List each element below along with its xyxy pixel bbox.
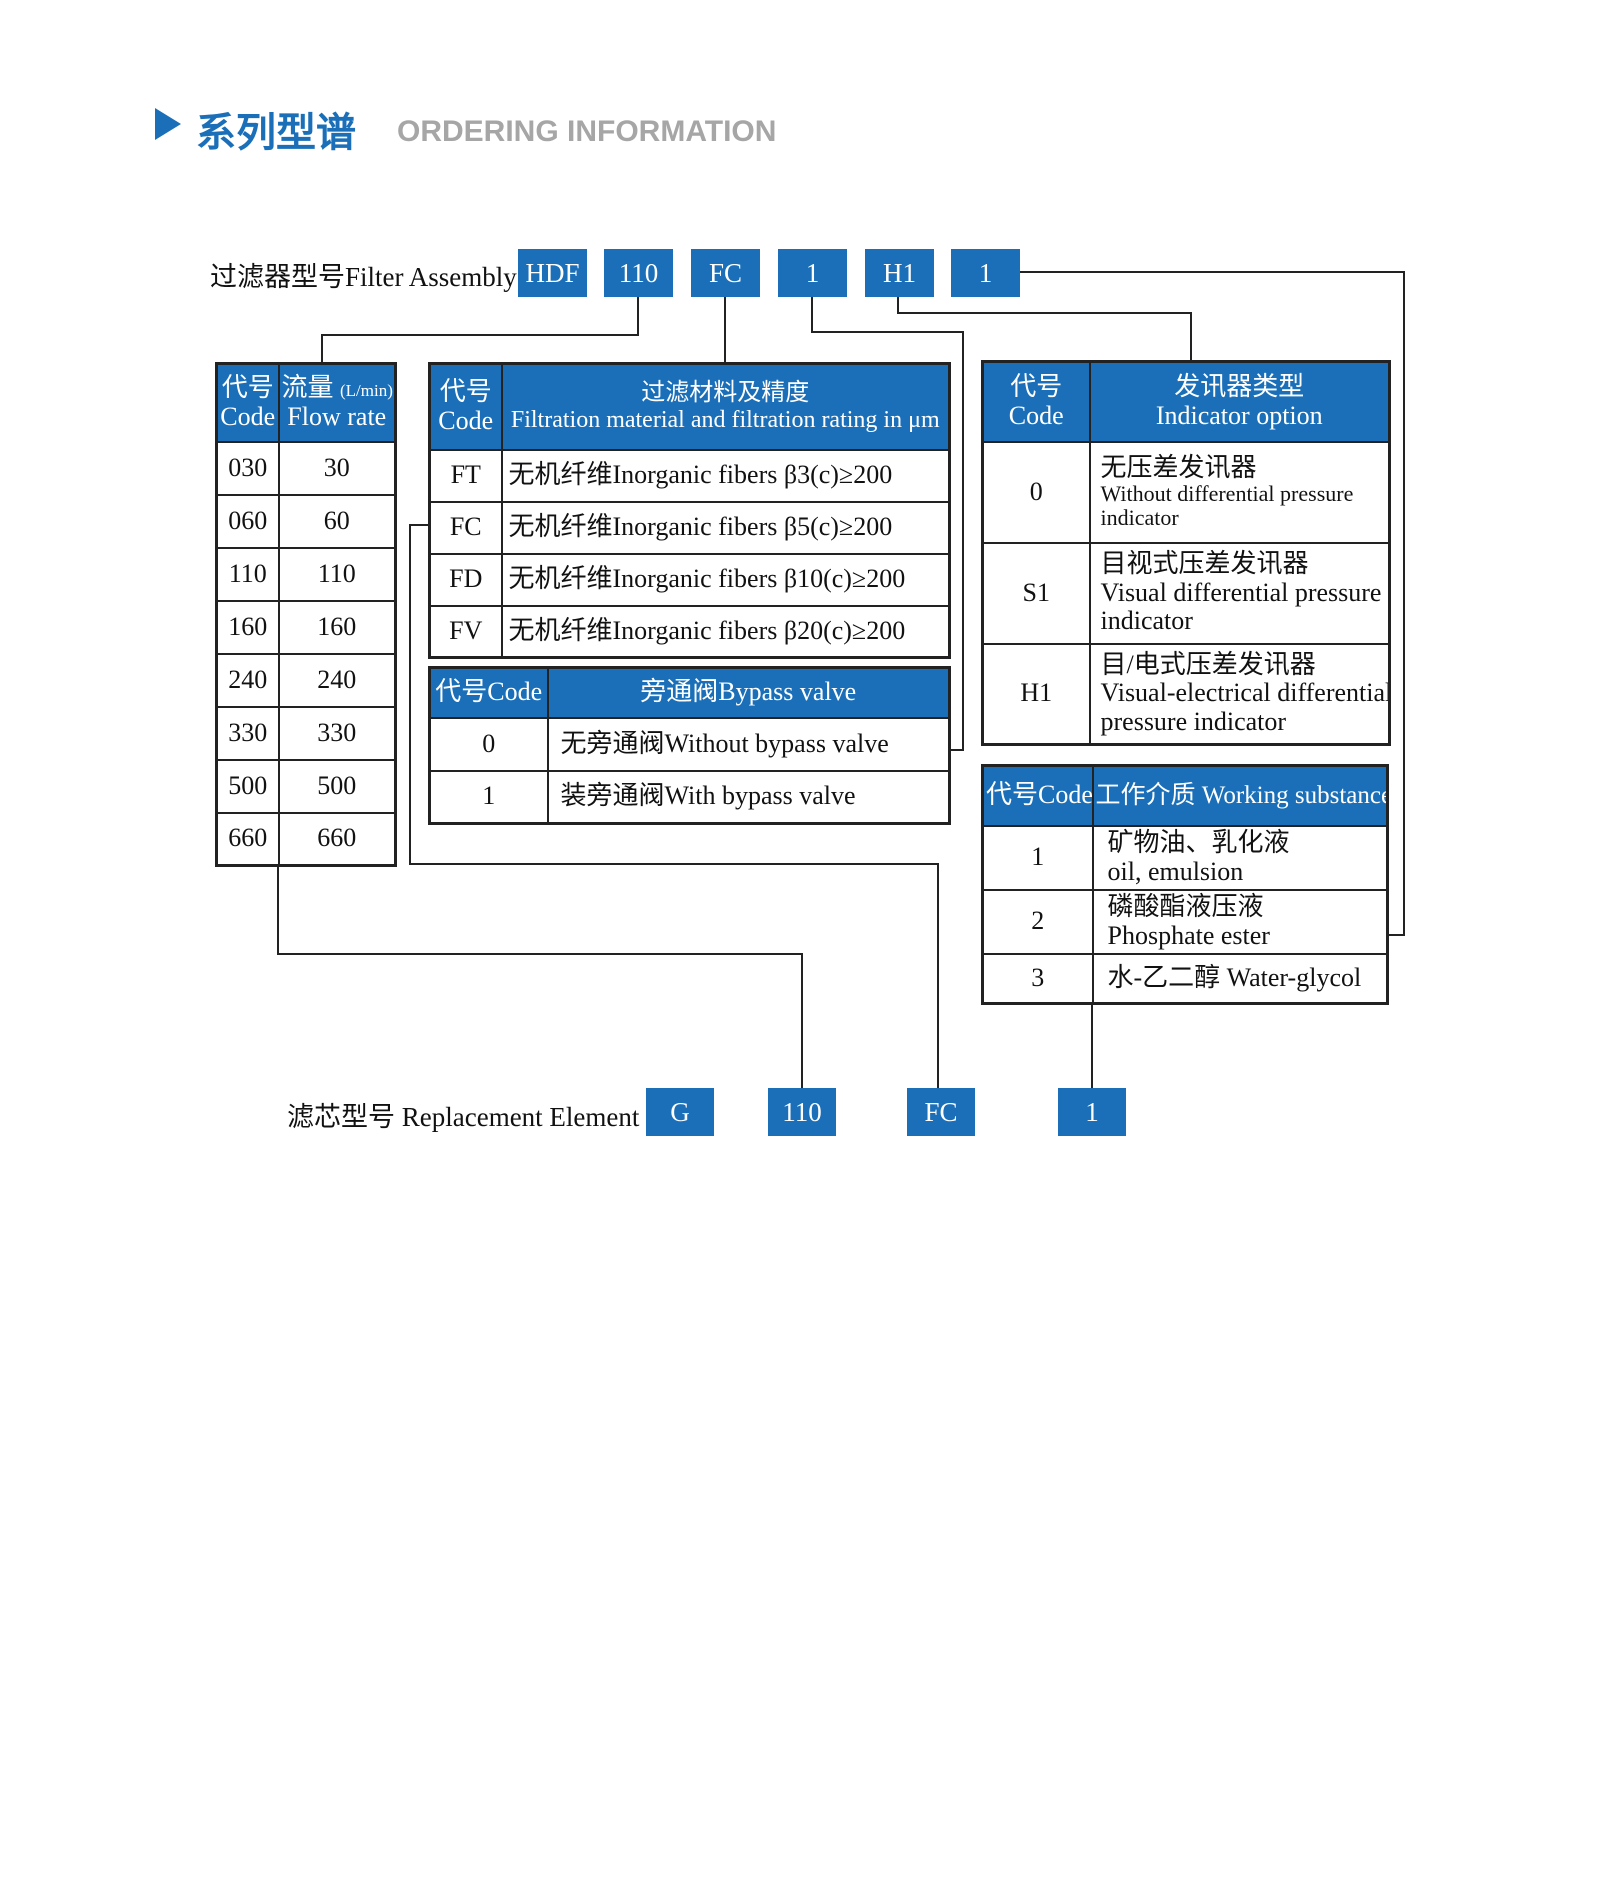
material-desc: 无机纤维Inorganic fibers β3(c)≥200 <box>500 448 951 503</box>
indicator-option-table: 代号 Code 发讯器类型 Indicator option 0 无压差发讯器 … <box>981 360 1391 746</box>
flow-value: 660 <box>277 811 397 867</box>
flow-code: 330 <box>215 705 280 761</box>
flow-code: 110 <box>215 546 280 602</box>
connector-indicator <box>897 297 1192 362</box>
material-code: FT <box>428 448 503 503</box>
indicator-desc: 目视式压差发讯器 Visual differential pressure in… <box>1088 541 1391 645</box>
indicator-header-code: 代号 Code <box>981 360 1091 443</box>
substance-code: 1 <box>981 824 1094 891</box>
flow-value: 60 <box>277 493 397 549</box>
page-title-cn: 系列型谱 <box>196 110 356 156</box>
assembly-code-material: FC <box>691 249 760 297</box>
assembly-code-flow: 110 <box>604 249 673 297</box>
page-title-en: ORDERING INFORMATION <box>397 115 777 148</box>
bypass-code: 1 <box>428 769 549 825</box>
bypass-desc: 无旁通阀Without bypass valve <box>546 716 951 772</box>
connector-bypass <box>811 297 964 751</box>
flow-value: 160 <box>277 599 397 655</box>
bypass-code: 0 <box>428 716 549 772</box>
indicator-header-desc: 发讯器类型 Indicator option <box>1088 360 1391 443</box>
substance-header-code: 代号Code <box>981 764 1094 827</box>
header-arrow-icon <box>155 108 181 140</box>
table-row: S1 目视式压差发讯器 Visual differential pressure… <box>981 541 1391 645</box>
replacement-code-material: FC <box>907 1088 975 1136</box>
connector-substance <box>1018 271 1405 936</box>
substance-header-desc: 工作介质 Working substance <box>1091 764 1389 827</box>
flow-value: 500 <box>277 758 397 814</box>
connector-flow <box>321 297 639 362</box>
indicator-desc: 无压差发讯器 Without differential pressure ind… <box>1088 440 1391 544</box>
flow-value: 30 <box>277 440 397 496</box>
bypass-header-desc: 旁通阀Bypass valve <box>546 666 951 719</box>
replacement-code-flow: 110 <box>768 1088 836 1136</box>
flow-value: 330 <box>277 705 397 761</box>
substance-desc: 矿物油、乳化液 oil, emulsion <box>1091 824 1389 891</box>
substance-code: 3 <box>981 952 1094 1005</box>
substance-code: 2 <box>981 888 1094 955</box>
indicator-code: H1 <box>981 642 1091 746</box>
table-row: 2 磷酸酯液压液 Phosphate ester <box>981 888 1389 955</box>
connector-replacement-material <box>409 524 939 1088</box>
flow-header-code: 代号 Code <box>215 362 280 443</box>
assembly-code-substance: 1 <box>951 249 1020 297</box>
table-row: 3 水-乙二醇 Water-glycol <box>981 952 1389 1005</box>
material-code: FC <box>428 500 503 555</box>
bypass-desc: 装旁通阀With bypass valve <box>546 769 951 825</box>
assembly-code-indicator: H1 <box>865 249 934 297</box>
replacement-element-label: 滤芯型号 Replacement Element <box>287 1102 640 1132</box>
material-header-code: 代号 Code <box>428 362 503 451</box>
substance-desc: 磷酸酯液压液 Phosphate ester <box>1091 888 1389 955</box>
material-code: FD <box>428 552 503 607</box>
material-code: FV <box>428 604 503 659</box>
table-row: 0 无压差发讯器 Without differential pressure i… <box>981 440 1391 544</box>
flow-header-rate: 流量 (L/min) Flow rate <box>277 362 397 443</box>
replacement-code-substance: 1 <box>1058 1088 1126 1136</box>
indicator-code: 0 <box>981 440 1091 544</box>
flow-code: 500 <box>215 758 280 814</box>
flow-code: 030 <box>215 440 280 496</box>
table-row: H1 目/电式压差发讯器 Visual-electrical different… <box>981 642 1391 746</box>
flow-code: 660 <box>215 811 280 867</box>
substance-desc: 水-乙二醇 Water-glycol <box>1091 952 1389 1005</box>
working-substance-table: 代号Code 工作介质 Working substance 1 矿物油、乳化液 … <box>981 764 1389 1005</box>
filtration-material-table: 代号 Code 过滤材料及精度 Filtration material and … <box>428 362 951 659</box>
material-desc: 无机纤维Inorganic fibers β20(c)≥200 <box>500 604 951 659</box>
material-desc: 无机纤维Inorganic fibers β10(c)≥200 <box>500 552 951 607</box>
flow-code: 240 <box>215 652 280 708</box>
flow-value: 110 <box>277 546 397 602</box>
assembly-code-series: HDF <box>518 249 587 297</box>
flow-value: 240 <box>277 652 397 708</box>
replacement-code-series: G <box>646 1088 714 1136</box>
flow-code: 160 <box>215 599 280 655</box>
bypass-header-code: 代号Code <box>428 666 549 719</box>
indicator-code: S1 <box>981 541 1091 645</box>
material-header-desc: 过滤材料及精度 Filtration material and filtrati… <box>500 362 951 451</box>
material-desc: 无机纤维Inorganic fibers β5(c)≥200 <box>500 500 951 555</box>
assembly-code-bypass: 1 <box>778 249 847 297</box>
flow-code: 060 <box>215 493 280 549</box>
indicator-desc: 目/电式压差发讯器 Visual-electrical differential… <box>1088 642 1391 746</box>
filter-assembly-label: 过滤器型号Filter Assembly <box>210 262 517 292</box>
table-row: 1 矿物油、乳化液 oil, emulsion <box>981 824 1389 891</box>
connector-replacement-flow <box>277 866 803 1088</box>
